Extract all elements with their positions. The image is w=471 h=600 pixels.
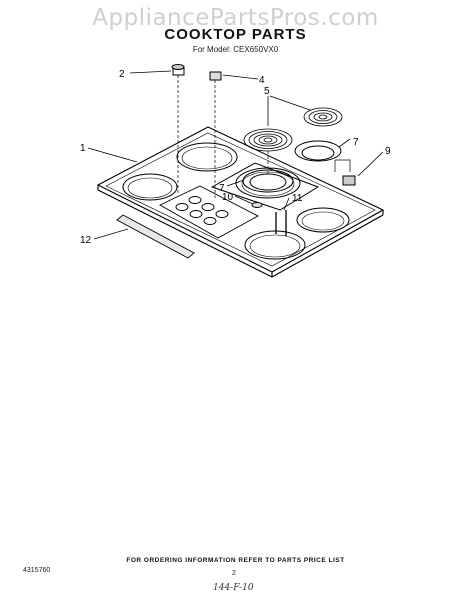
callout-1: 1 <box>80 143 86 154</box>
callout-12: 12 <box>80 235 92 246</box>
document-number: 4315760 <box>23 567 51 574</box>
callout-11: 11 <box>292 193 303 204</box>
small-fastener-parts <box>251 202 287 236</box>
callout-5: 5 <box>264 86 270 97</box>
callout-4: 4 <box>259 75 265 86</box>
receptacle-part <box>334 159 356 186</box>
leader-lines <box>87 70 384 240</box>
callout-7-upper: 7 <box>353 137 359 148</box>
cooktop-panel <box>96 126 385 278</box>
page-number: 2 <box>232 570 236 577</box>
control-panel <box>159 185 259 239</box>
coil-burner-elements <box>243 107 343 175</box>
watermark: AppliancePartsPros.com <box>92 5 379 31</box>
callout-9: 9 <box>385 146 391 157</box>
handwritten-note: 144-F-10 <box>213 583 254 593</box>
ordering-info: FOR ORDERING INFORMATION REFER TO PARTS … <box>126 557 345 564</box>
knob-part <box>171 64 185 195</box>
switch-part <box>209 71 222 200</box>
drip-bowls <box>242 140 342 193</box>
callout-2: 2 <box>119 69 125 80</box>
model-number: For Model: CEX650VX0 <box>192 45 279 54</box>
burner-openings <box>122 142 350 260</box>
callout-7-lower: 7 <box>219 183 225 194</box>
trim-strip <box>116 214 195 259</box>
page-title: COOKTOP PARTS <box>164 26 307 43</box>
callout-labels: 1 2 4 5 7 7 9 10 11 12 <box>80 69 391 246</box>
callout-10: 10 <box>222 192 234 203</box>
